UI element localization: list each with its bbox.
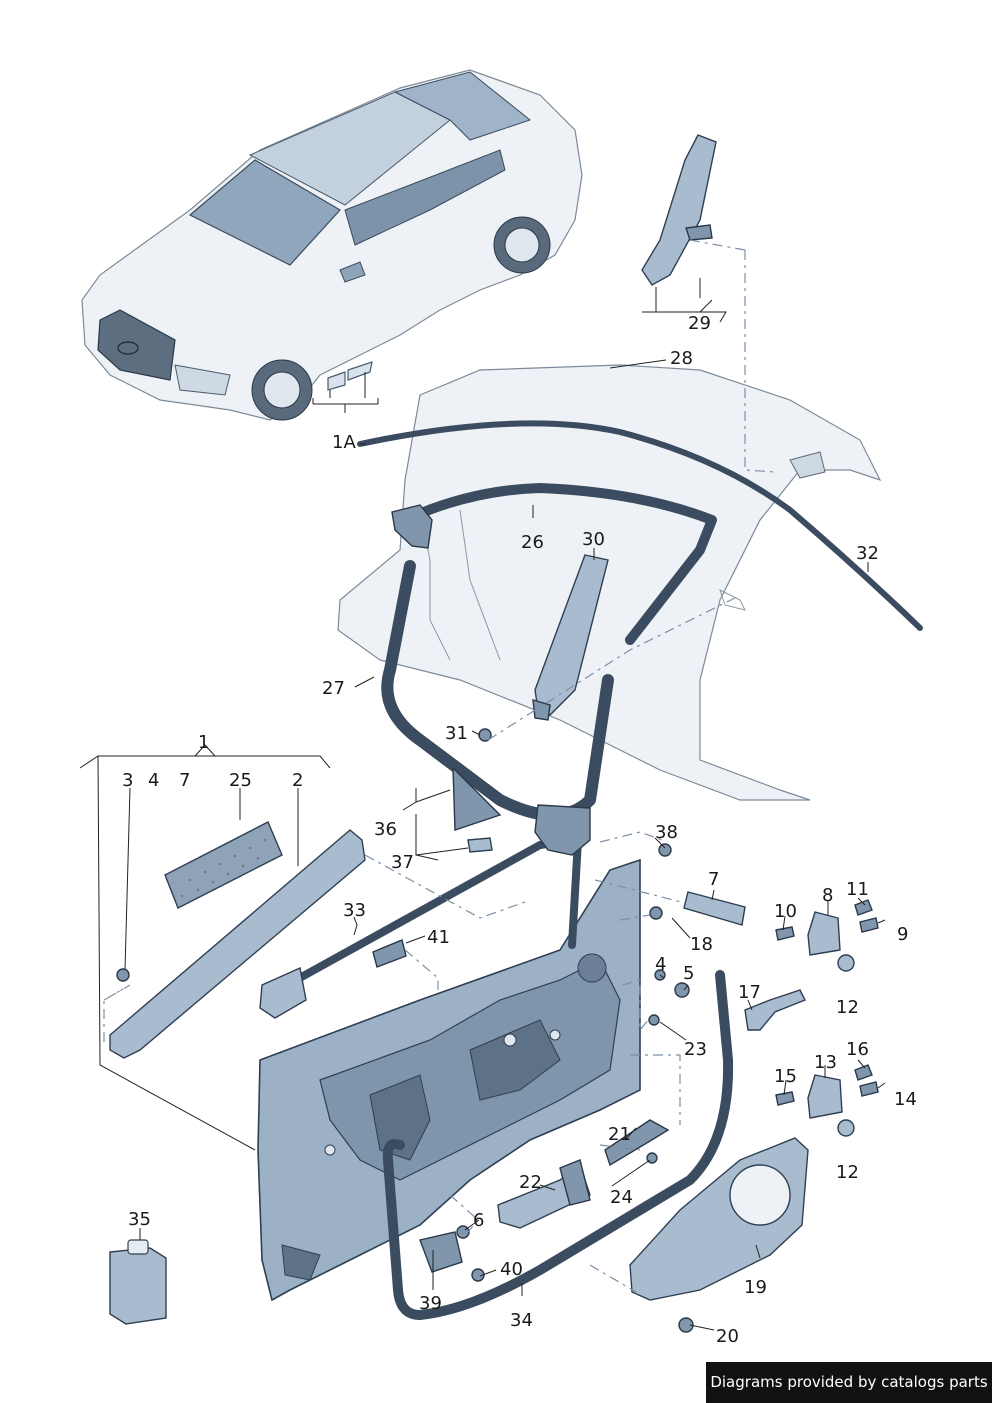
small-pad — [372, 939, 407, 968]
callout-35: 35 — [128, 1209, 151, 1230]
speaker-cover — [629, 1137, 809, 1301]
guide-lines — [103, 239, 776, 1293]
callout-7: 7 — [708, 869, 719, 890]
callout-18: 18 — [690, 934, 713, 955]
callout-31: 31 — [445, 723, 468, 744]
callout-34: 34 — [510, 1310, 533, 1331]
callout-32: 32 — [856, 543, 879, 564]
car-illustration — [81, 69, 583, 421]
callout-30: 30 — [582, 529, 605, 550]
striker-bolt — [744, 989, 806, 1031]
fluid-bottle — [109, 1247, 167, 1325]
sound-deadening-pad — [164, 821, 283, 909]
callout-27: 27 — [322, 678, 345, 699]
callout-10: 10 — [774, 901, 797, 922]
callout-23: 23 — [684, 1039, 707, 1060]
callout-12-upper: 12 — [836, 997, 859, 1018]
fasteners — [116, 728, 694, 1333]
reinforcement-bar — [109, 829, 366, 1059]
callout-17: 17 — [738, 982, 761, 1003]
door-lock-bracket — [683, 891, 746, 926]
callout-12-lower: 12 — [836, 1162, 859, 1183]
callout-4: 4 — [655, 954, 666, 975]
callout-36: 36 — [374, 819, 397, 840]
callout-41: 41 — [427, 927, 450, 948]
callout-33: 33 — [343, 900, 366, 921]
callout-7-set: 7 — [179, 770, 190, 791]
callout-13: 13 — [814, 1052, 837, 1073]
callout-28: 28 — [670, 348, 693, 369]
pillar-bracket — [641, 134, 717, 286]
callout-labels: 1 1A 2 3 4 7 25 26 27 28 29 30 31 32 33 … — [122, 313, 917, 1347]
callout-24: 24 — [610, 1187, 633, 1208]
callout-16: 16 — [846, 1039, 869, 1060]
callout-1a: 1A — [332, 432, 356, 453]
callout-2: 2 — [292, 770, 303, 791]
callout-38: 38 — [655, 822, 678, 843]
callout-11: 11 — [846, 879, 869, 900]
callout-22: 22 — [519, 1172, 542, 1193]
callout-20: 20 — [716, 1326, 739, 1347]
callout-40: 40 — [500, 1259, 523, 1280]
lower-hinge — [807, 1074, 843, 1119]
body-side-frame — [337, 364, 882, 801]
callout-8: 8 — [822, 885, 833, 906]
callout-5: 5 — [683, 963, 694, 984]
callout-4-set: 4 — [148, 770, 159, 791]
callout-19: 19 — [744, 1277, 767, 1298]
triangle-cover — [452, 766, 502, 831]
callout-39: 39 — [419, 1293, 442, 1314]
callout-29: 29 — [688, 313, 711, 334]
callout-1: 1 — [198, 732, 209, 753]
callout-15: 15 — [774, 1066, 797, 1087]
callout-3: 3 — [122, 770, 133, 791]
callout-25: 25 — [229, 770, 252, 791]
callout-9: 9 — [897, 924, 908, 945]
upper-hinge — [807, 911, 841, 956]
callout-21: 21 — [608, 1124, 631, 1145]
callout-14: 14 — [894, 1089, 917, 1110]
callout-6: 6 — [473, 1210, 484, 1231]
callout-26: 26 — [521, 532, 544, 553]
b-pillar-trim — [534, 554, 609, 716]
callout-37: 37 — [391, 852, 414, 873]
leader-lines — [79, 278, 886, 1331]
diagram-credit-banner: Diagrams provided by catalogs parts — [706, 1362, 992, 1403]
door-shell — [257, 858, 641, 1302]
